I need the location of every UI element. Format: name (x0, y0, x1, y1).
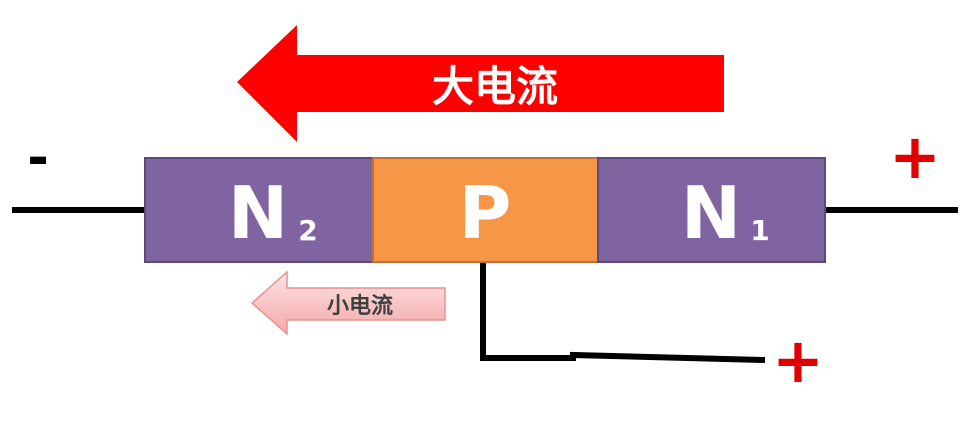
right-terminal-sign: + (889, 120, 941, 193)
region-n2-letter: N (228, 171, 288, 255)
region-n1-letter: N (681, 171, 741, 255)
region-n1 (597, 157, 826, 263)
gate-terminal-sign: + (772, 324, 824, 397)
region-n2 (144, 157, 374, 263)
region-p-letter: P (459, 171, 512, 255)
big-current-label: 大电流 (432, 62, 558, 111)
small-current-label: 小电流 (327, 293, 393, 319)
small-current-arrow (250, 270, 446, 336)
gate-wire (480, 262, 766, 363)
region-n1-subscript: 1 (750, 214, 769, 247)
left-terminal-sign: - (27, 128, 49, 188)
region-n2-subscript: 2 (298, 214, 317, 247)
big-current-arrow (237, 25, 724, 142)
